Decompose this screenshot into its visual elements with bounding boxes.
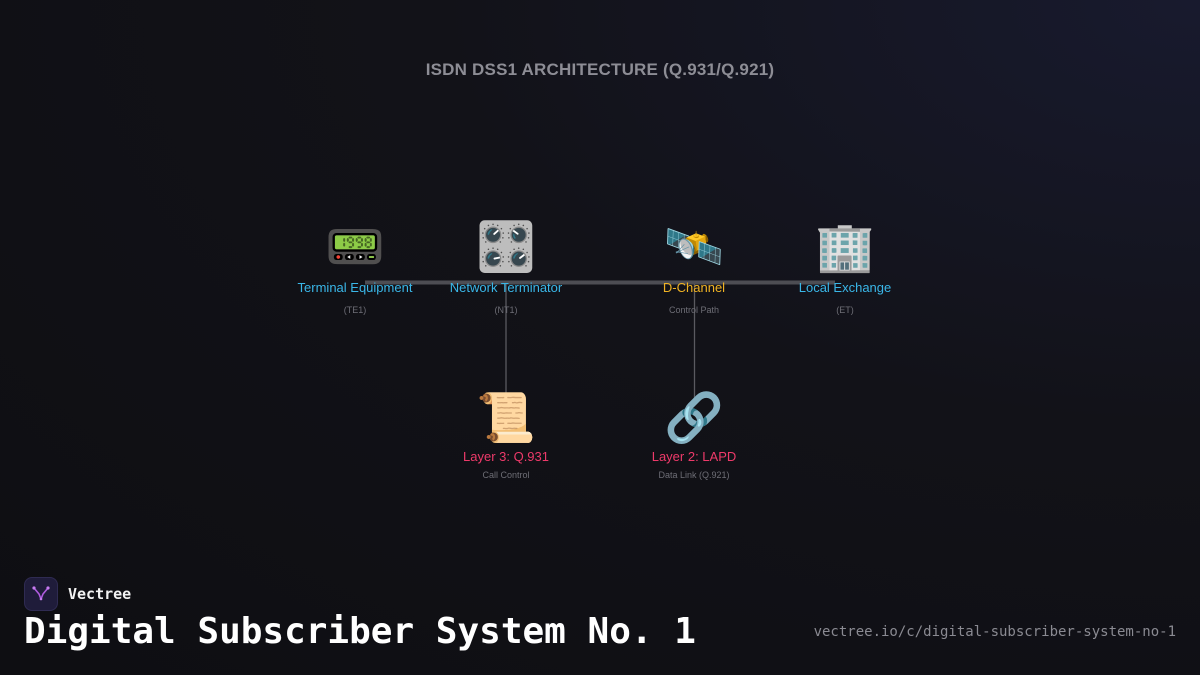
pager-icon: 📟 [325,219,385,275]
node-label: Layer 3: Q.931 [463,449,549,464]
satellite-icon: 🛰️ [664,219,724,275]
page-url[interactable]: vectree.io/c/digital-subscriber-system-n… [813,624,1176,640]
node-local-exchange[interactable]: 🏢 Local Exchange (ET) [760,218,930,315]
node-d-channel[interactable]: 🛰️ D-Channel Control Path [609,218,779,315]
control-knobs-icon: 🎛️ [476,219,536,275]
node-sublabel: (TE1) [343,305,367,315]
node-layer2-lapd[interactable]: 🔗 Layer 2: LAPD Data Link (Q.921) [609,389,779,480]
vectree-logo-icon [24,577,58,611]
node-label: D-Channel [662,280,726,295]
node-label: Terminal Equipment [297,280,413,295]
brand[interactable]: Vectree [24,577,131,611]
node-sublabel: (ET) [836,305,854,315]
node-label: Network Terminator [449,280,563,295]
node-sublabel: Data Link (Q.921) [658,470,730,480]
scroll-icon: 📜 [476,390,536,446]
link-icon: 🔗 [664,390,724,446]
diagram-title: ISDN DSS1 ARCHITECTURE (Q.931/Q.921) [425,60,775,79]
node-sublabel: (NT1) [494,305,518,315]
node-sublabel: Call Control [482,470,530,480]
node-label: Layer 2: LAPD [651,449,737,464]
node-label: Local Exchange [798,280,892,295]
page-title: Digital Subscriber System No. 1 [24,611,696,652]
node-layer3-q931[interactable]: 📜 Layer 3: Q.931 Call Control [421,389,591,480]
node-terminal-equipment[interactable]: 📟 Terminal Equipment (TE1) [270,218,440,315]
node-network-terminator[interactable]: 🎛️ Network Terminator (NT1) [421,218,591,315]
node-sublabel: Control Path [668,305,720,315]
office-building-icon: 🏢 [815,219,875,275]
brand-name: Vectree [68,585,132,603]
